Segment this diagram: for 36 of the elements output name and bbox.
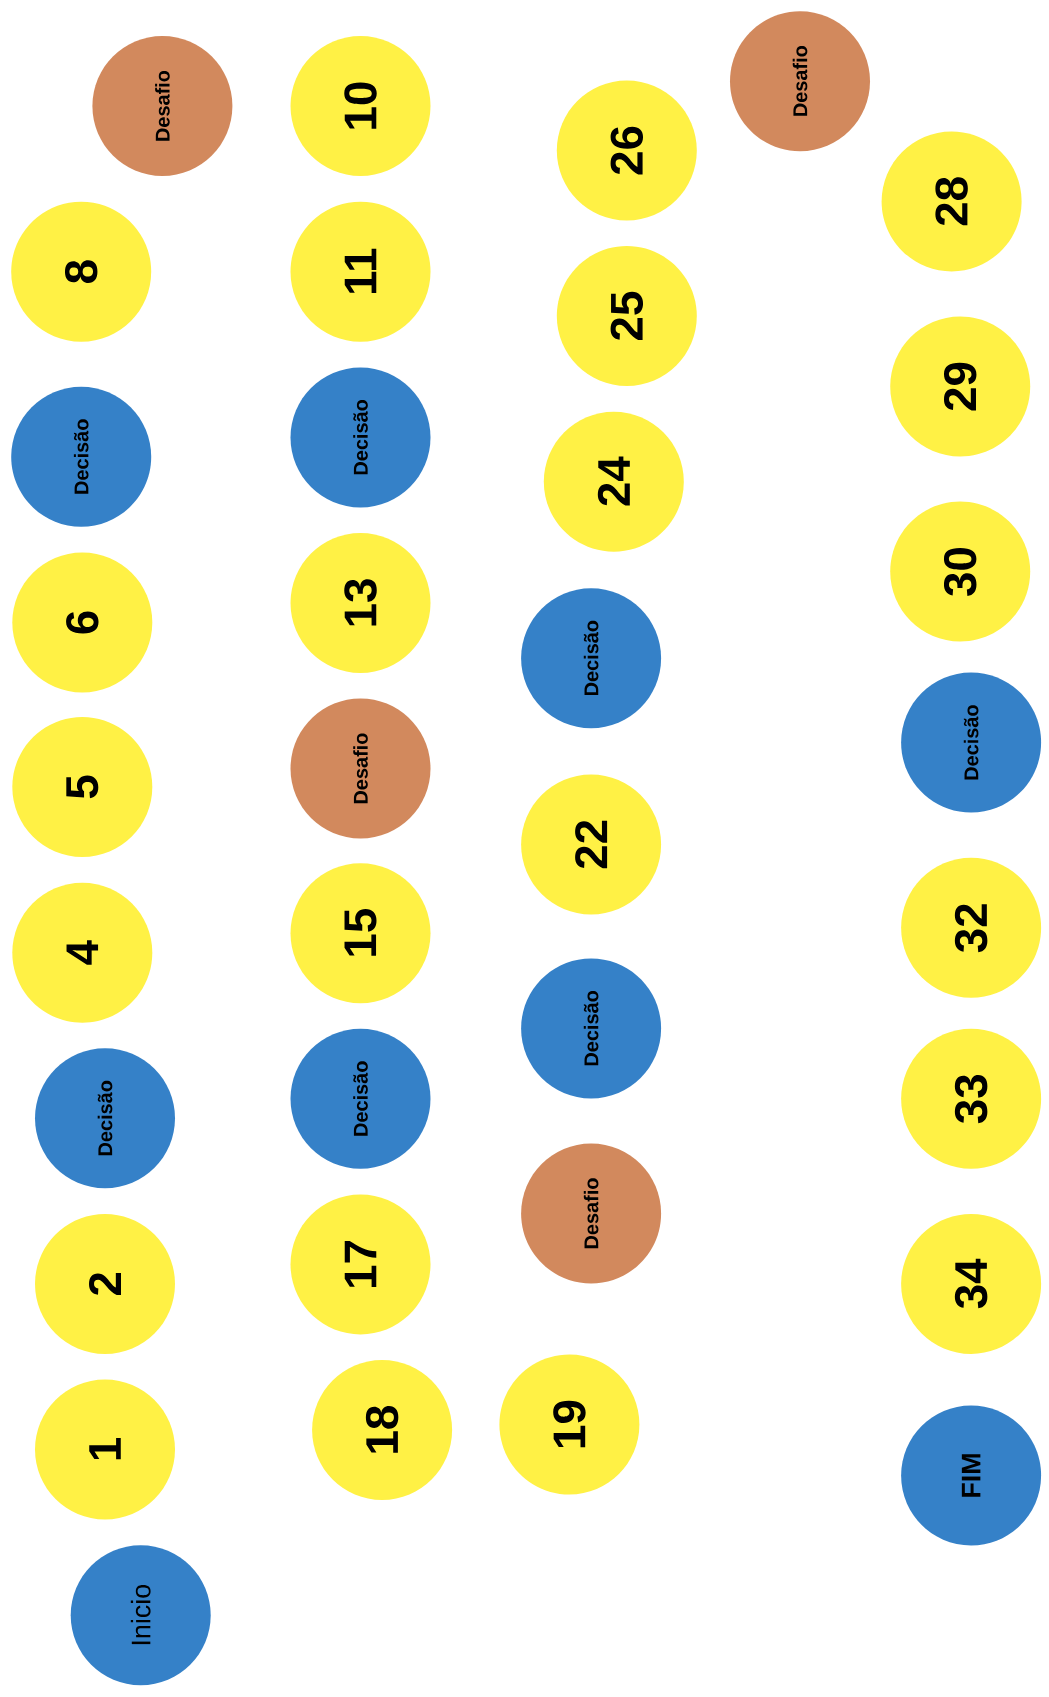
board-space: 10 xyxy=(290,36,431,177)
board-space: 24 xyxy=(543,411,684,552)
board-space: 26 xyxy=(556,80,697,221)
board-space: Inicio xyxy=(70,1545,211,1686)
board-space: 8 xyxy=(11,201,152,342)
board-space: 18 xyxy=(312,1360,453,1501)
board-space: Decisão xyxy=(521,958,662,1099)
board-space: FIM xyxy=(901,1405,1042,1546)
board-space: 34 xyxy=(901,1213,1042,1354)
board-space: 1 xyxy=(35,1379,175,1520)
board-space: Decisão xyxy=(901,672,1042,813)
board-space: Decisão xyxy=(11,386,152,527)
board-space: 5 xyxy=(12,717,153,857)
board-space: 29 xyxy=(890,316,1031,457)
board-space: 22 xyxy=(521,774,662,915)
board-space: 25 xyxy=(556,246,697,387)
board-space: 33 xyxy=(901,1028,1042,1169)
board-space: Desafio xyxy=(730,11,870,152)
board-space: Decisão xyxy=(290,1028,431,1169)
board-space: 32 xyxy=(901,857,1042,998)
board-space: 30 xyxy=(890,501,1031,642)
board-space: Decisão xyxy=(35,1048,175,1189)
board-space: 2 xyxy=(35,1213,175,1354)
board-space: Desafio xyxy=(521,1143,662,1284)
board-space: 19 xyxy=(499,1354,640,1495)
board-space: Desafio xyxy=(290,698,431,839)
board-space: Desafio xyxy=(92,36,233,177)
board-space: 15 xyxy=(290,863,431,1004)
board-space: Decisão xyxy=(290,367,431,508)
board-space: 17 xyxy=(290,1194,431,1335)
board-space: 11 xyxy=(290,201,431,342)
board-space: 13 xyxy=(290,533,431,673)
board-space: 4 xyxy=(12,882,153,1023)
board-space: 28 xyxy=(881,131,1022,272)
board-space: 6 xyxy=(12,552,153,693)
board-space: Decisão xyxy=(521,588,662,729)
